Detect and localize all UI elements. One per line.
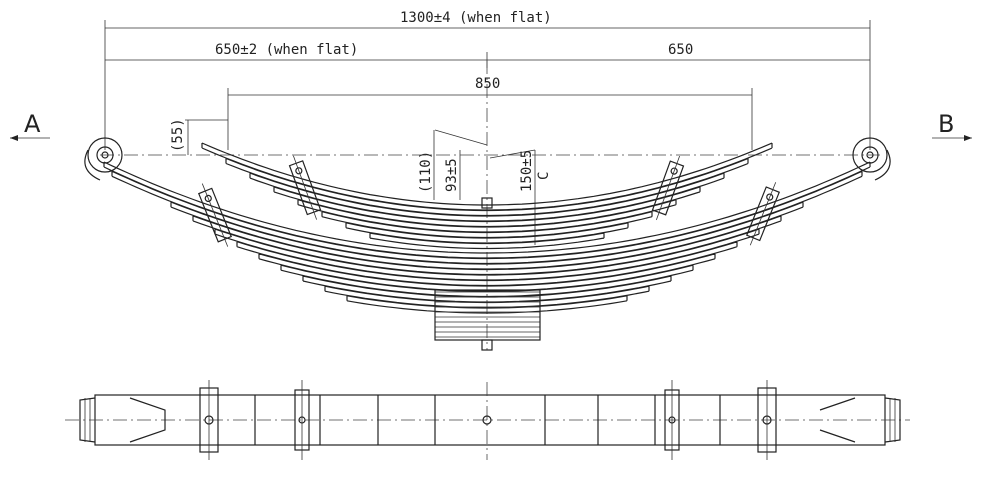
helper-offset-dimension: (55) (170, 118, 228, 155)
loaded-height-mark: C (536, 172, 552, 180)
left-eye (84, 137, 123, 181)
spacer-block (434, 289, 541, 341)
rebound-clip (745, 182, 781, 246)
right-eye (852, 137, 891, 181)
half-length-dimension: 650±2 (when flat) 650 (105, 42, 870, 68)
loaded-height-label: 150±5 (519, 150, 535, 192)
rebound-clip (288, 155, 322, 220)
right-half-label: 650 (668, 42, 693, 58)
spring-top-view (65, 380, 910, 460)
overall-length-label: 1300±4 (when flat) (400, 10, 552, 26)
camber-dimensions: (110) 93±5 150±5 C (418, 129, 552, 245)
helper-offset-label: (55) (170, 118, 186, 152)
view-label-a: A (24, 110, 41, 138)
helper-camber-label: (110) (418, 151, 434, 193)
rebound-clip (651, 155, 685, 221)
helper-span-dimension: 850 (227, 76, 753, 150)
clip-band-3 (664, 380, 680, 460)
helper-leaf (369, 232, 605, 250)
arrow-a-icon (10, 135, 18, 141)
main-leaf (346, 295, 628, 314)
left-half-label: 650±2 (when flat) (215, 42, 358, 58)
main-camber-label: 93±5 (444, 158, 460, 192)
center-bolt-nut (481, 339, 493, 351)
clip-band-2 (294, 380, 310, 460)
view-label-b: B (938, 110, 954, 138)
clip-band-4 (757, 380, 777, 460)
rebound-clip (197, 183, 233, 247)
overall-length-dimension: 1300±4 (when flat) (104, 10, 871, 150)
helper-span-label: 850 (475, 76, 500, 92)
clip-band-1 (199, 380, 219, 460)
arrow-b-icon (964, 135, 972, 141)
center-bolt-head (481, 197, 493, 209)
